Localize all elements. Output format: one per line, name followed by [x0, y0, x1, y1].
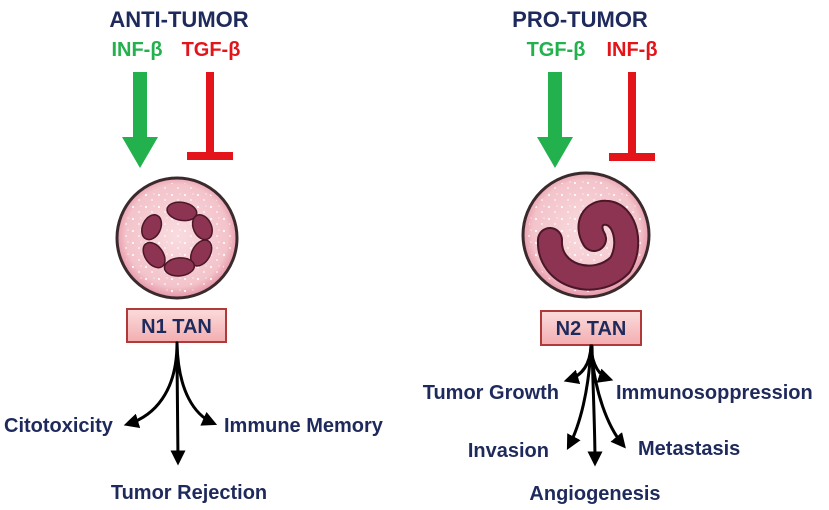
pro-tumor-inhibitor-label: INF-β — [606, 39, 657, 61]
n2-neutrophil-cell — [521, 171, 651, 299]
nucleus-lobe — [142, 241, 166, 269]
n1-segmented-nucleus — [141, 201, 213, 277]
n2-tan-box: N2 TAN — [540, 310, 642, 346]
nucleus-lobe — [163, 257, 196, 277]
outcome-immunosoppression: Immunosoppression — [616, 382, 813, 404]
pro-tumor-inhibition-bar — [609, 72, 655, 161]
pro-tumor-panel: PRO-TUMOR TGF-β INF-β N2 TAN Tumor Growt… — [423, 7, 813, 505]
n2-tan-label: N2 TAN — [556, 318, 627, 340]
anti-tumor-inhibitor-label: TGF-β — [182, 39, 241, 61]
outcome-tumor-growth: Tumor Growth — [423, 382, 559, 404]
pro-tumor-activator-label: TGF-β — [527, 39, 586, 61]
pro-tumor-activation-arrow — [537, 72, 573, 168]
anti-tumor-panel: ANTI-TUMOR INF-β TGF-β N1 TAN Citotoxici… — [4, 7, 384, 504]
n1-cell-granules — [122, 183, 232, 293]
n2-band-nucleus — [539, 201, 638, 289]
outcome-angiogenesis: Angiogenesis — [529, 483, 660, 505]
nucleus-lobe — [191, 214, 213, 241]
n1-tan-label: N1 TAN — [141, 316, 212, 338]
outcome-immune-memory: Immune Memory — [224, 415, 384, 437]
outcome-tumor-rejection: Tumor Rejection — [111, 482, 267, 504]
outcome-invasion: Invasion — [468, 440, 549, 462]
arrow-to-tumor-rejection — [170, 341, 186, 466]
arrow-to-angiogenesis — [587, 344, 603, 467]
outcome-citotoxicity: Citotoxicity — [4, 415, 114, 437]
nucleus-lobe — [141, 214, 163, 241]
arrow-to-invasion — [566, 344, 593, 450]
pro-tumor-title: PRO-TUMOR — [512, 7, 648, 32]
anti-tumor-activator-label: INF-β — [111, 39, 162, 61]
n2-tan-box-frame — [540, 310, 642, 346]
n1-tan-box-frame — [126, 308, 227, 343]
anti-tumor-activation-arrow — [122, 72, 158, 168]
outcome-metastasis: Metastasis — [638, 438, 740, 460]
anti-tumor-inhibition-bar — [187, 72, 233, 160]
nucleus-lobe — [166, 201, 198, 222]
n1-tan-box: N1 TAN — [126, 308, 227, 343]
n1-neutrophil-cell — [115, 176, 239, 300]
anti-tumor-title: ANTI-TUMOR — [109, 7, 248, 32]
